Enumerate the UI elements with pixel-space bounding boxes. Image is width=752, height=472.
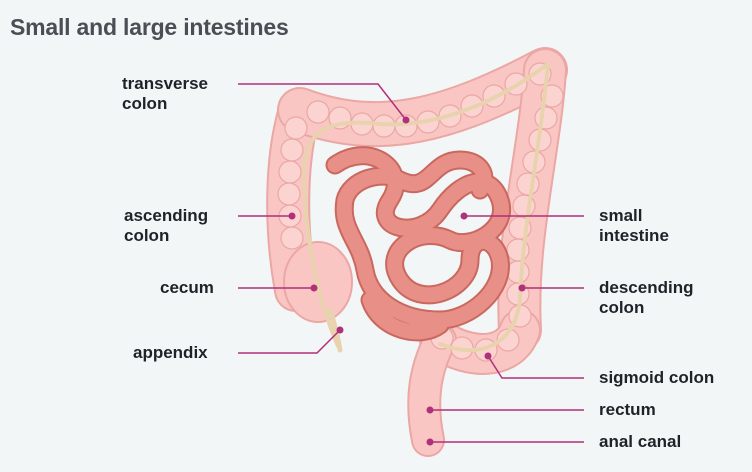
label-rectum: rectum <box>599 400 656 420</box>
leader-appendix <box>238 330 340 353</box>
label-ascending-colon: ascending colon <box>124 206 208 246</box>
label-sigmoid-colon: sigmoid colon <box>599 368 714 388</box>
small-intestine <box>335 156 502 332</box>
label-transverse-colon: transverse colon <box>122 74 208 114</box>
label-anal-canal: anal canal <box>599 432 681 452</box>
large-intestine <box>278 63 563 440</box>
label-cecum: cecum <box>160 278 214 298</box>
label-descending-colon: descending colon <box>599 278 693 318</box>
label-small-intestine: small intestine <box>599 206 669 246</box>
label-appendix: appendix <box>133 343 208 363</box>
